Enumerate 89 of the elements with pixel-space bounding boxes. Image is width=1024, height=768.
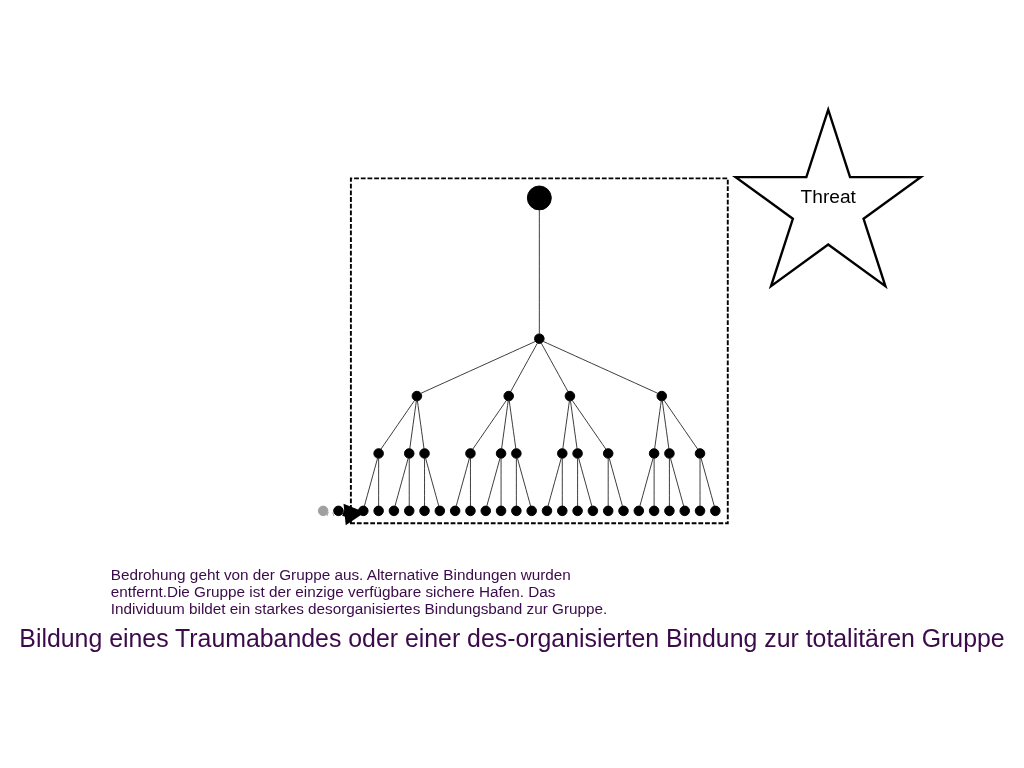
connector (424, 458, 425, 507)
node-circle (317, 505, 329, 517)
connector (364, 458, 378, 507)
connector (409, 400, 417, 449)
node-circle (465, 505, 476, 517)
connector (700, 458, 715, 507)
node-circle (449, 505, 461, 517)
connector (510, 342, 538, 393)
node-circle (388, 505, 400, 517)
connector (699, 458, 701, 507)
node-circle (373, 505, 384, 517)
node-circle (587, 505, 599, 517)
connector (538, 209, 540, 334)
connector (378, 458, 379, 507)
node-circle (511, 505, 522, 517)
node-circle (495, 505, 507, 517)
connector (517, 458, 531, 507)
node-circle (648, 448, 660, 459)
connector (578, 458, 593, 507)
connector (470, 458, 471, 507)
connector (486, 458, 501, 507)
node-circle (572, 448, 583, 459)
connector (425, 458, 440, 507)
node-circle (411, 390, 423, 402)
node-circle (534, 333, 545, 344)
connector (472, 399, 507, 450)
node-circle (495, 448, 507, 459)
node-circle (434, 505, 446, 517)
node-circle (564, 390, 576, 402)
node-circle (602, 448, 614, 459)
connector (561, 458, 563, 507)
connector (639, 458, 654, 507)
node-circle (664, 448, 675, 459)
connector (663, 399, 698, 450)
node-circle (526, 185, 552, 211)
node-circle (633, 505, 645, 517)
connector (501, 400, 509, 449)
connector (408, 458, 410, 507)
connector (380, 399, 415, 450)
node-circle (710, 505, 721, 517)
connector (516, 458, 517, 507)
node-circle (403, 505, 415, 517)
node-circle (419, 505, 430, 517)
connector (417, 400, 425, 449)
connector (570, 400, 578, 449)
connector (669, 458, 670, 507)
connector (547, 458, 562, 507)
connector (670, 458, 685, 507)
node-circle (526, 505, 537, 517)
node-circle (403, 448, 415, 459)
connector (326, 511, 335, 517)
node-circle (679, 505, 690, 517)
node-circle (373, 448, 384, 459)
node-circle (503, 390, 514, 402)
connector (540, 342, 569, 393)
node-circle (648, 505, 660, 517)
node-circle (618, 505, 629, 517)
node-circle (419, 448, 430, 459)
connector (508, 400, 517, 449)
connector (571, 399, 607, 450)
connector (661, 400, 670, 449)
node-circle (572, 505, 583, 517)
node-circle (541, 505, 553, 517)
cluster (349, 177, 729, 525)
connector (653, 458, 655, 507)
node-circle (465, 448, 476, 459)
node-circle (557, 505, 568, 517)
node-circle (358, 505, 369, 517)
connector (394, 458, 409, 507)
node-circle (333, 505, 344, 517)
connector (543, 341, 658, 394)
node-circle (694, 448, 706, 459)
node-circle (694, 505, 706, 517)
connector (608, 458, 623, 507)
node-circle (602, 505, 614, 517)
node-circle (557, 448, 568, 459)
label: Bedrohung geht von der Gruppe aus. Alternative Bindungen wurden entfernt.Die Gruppe ist der einzige verfügbare sichere Hafen. Das Individuum bildet ein starkes desorganisiertes Bindungsband zur Gruppe. (110, 565, 608, 617)
node-circle (480, 505, 492, 517)
diagram-title: Bildung eines Traumabandes oder einer des-organisierten Bindung zur totalitären Gruppe (19, 623, 1005, 652)
node-circle (664, 505, 675, 517)
connector (455, 458, 470, 507)
connector (420, 341, 536, 394)
node-circle (511, 448, 522, 459)
connector (500, 458, 502, 507)
connector (654, 400, 662, 449)
connector (577, 458, 578, 507)
connector (607, 458, 609, 507)
node-circle (656, 390, 668, 402)
connector (562, 400, 570, 449)
